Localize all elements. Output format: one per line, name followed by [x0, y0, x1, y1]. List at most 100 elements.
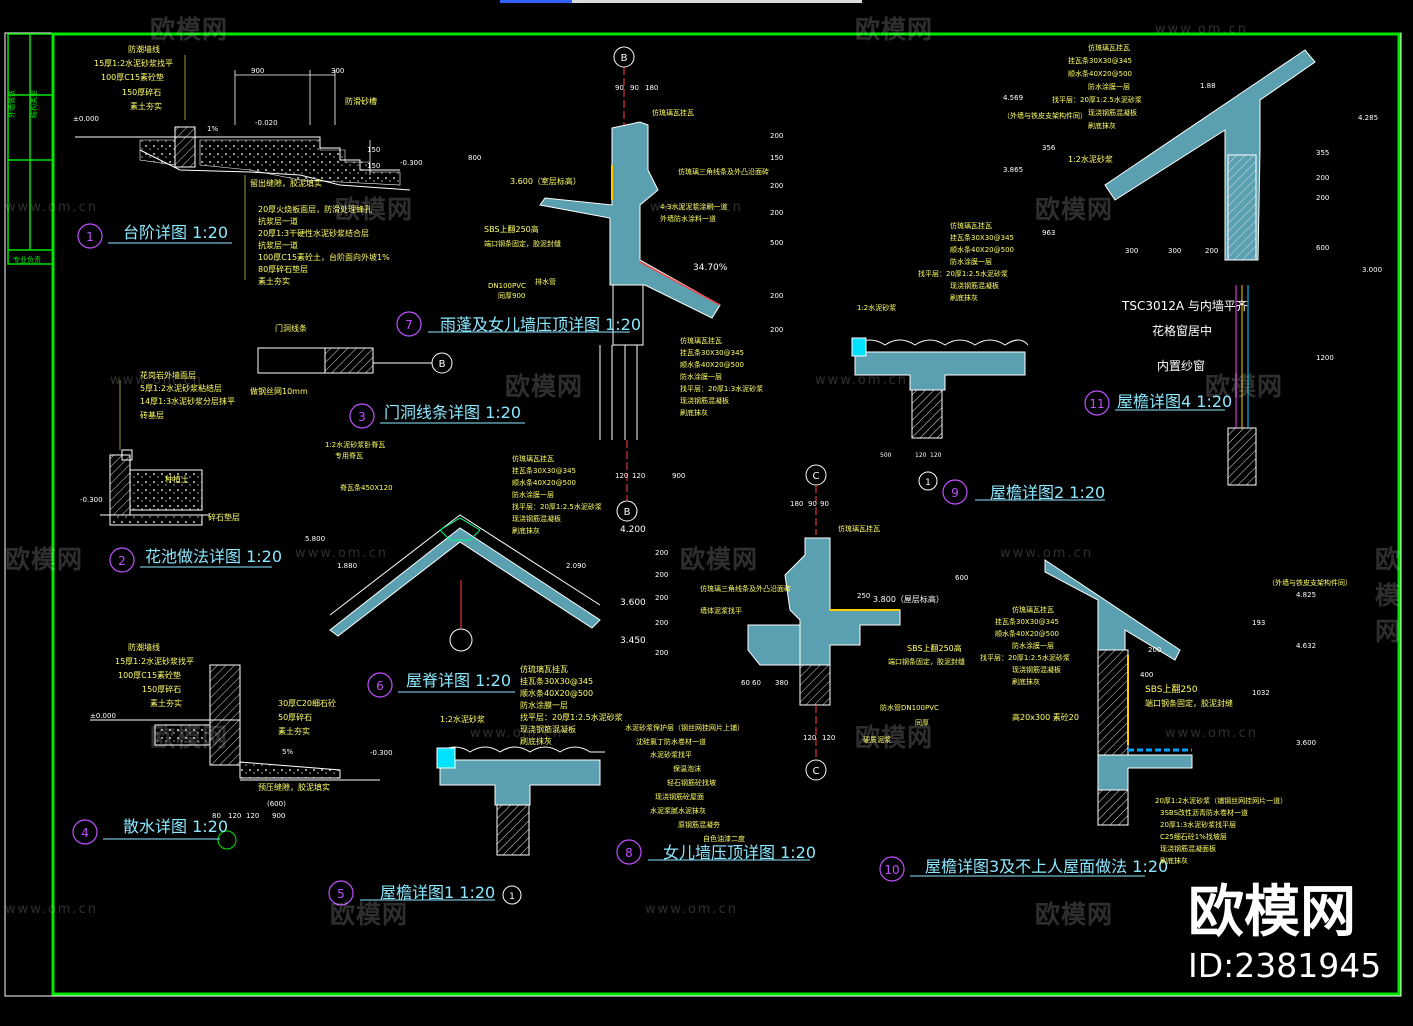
- detail-1-step: [75, 55, 411, 280]
- slope: 5%: [282, 748, 293, 756]
- level: 4.285: [1358, 114, 1378, 122]
- dim: 380: [775, 679, 788, 687]
- d10-layer: 20厚1:3水泥砂浆找平层: [1160, 820, 1236, 829]
- detail-10-eave: [1044, 559, 1193, 826]
- d6-label: 仿琉璃瓦挂瓦: [512, 454, 554, 463]
- d4-layer: 防潮墙线: [128, 642, 160, 652]
- brand-logo-text: 欧模网: [1188, 880, 1356, 945]
- d1-layer: 20厚1:3干硬性水泥砂浆结合层: [258, 228, 369, 238]
- d7-label: 防水涂膜一层: [680, 372, 722, 381]
- dim: 200: [1148, 646, 1161, 654]
- detail-2-num: 2: [118, 554, 126, 568]
- watermark-url: www.om.cn: [295, 546, 388, 561]
- dim: 356: [1042, 144, 1056, 152]
- watermark-brand: 欧模网: [855, 15, 934, 44]
- d7-label: 找平层：20厚1:3水泥砂浆: [680, 384, 763, 393]
- watermark-brand: 欧模网: [330, 900, 409, 929]
- level: -0.300: [400, 159, 423, 167]
- dim: 1032: [1252, 689, 1270, 697]
- level: -0.020: [255, 119, 278, 127]
- d10-label: （外墙与铁皮支架构件同）: [1268, 578, 1352, 587]
- d10-label: 刷底抹灰: [1012, 677, 1040, 686]
- d11-label: 1:2水泥砂浆: [1068, 154, 1113, 164]
- d1-layer: 100厚C15素砼土，台阶面向外坡1%: [258, 252, 390, 262]
- axis-label: B: [621, 53, 628, 64]
- d2-layer: 砖基层: [140, 410, 164, 420]
- d8-label: 防水管DN100PVC: [880, 703, 939, 712]
- watermark-url: www.om.cn: [815, 373, 908, 388]
- detail-11-window-labels: TSC3012A 与内墙平齐 花格窗居中 内置纱窗: [1121, 298, 1248, 373]
- level: 4.200: [620, 525, 646, 535]
- dim: 120: [930, 452, 942, 459]
- level: 5.800: [305, 535, 325, 543]
- watermark-brand: 欧模网: [150, 723, 229, 752]
- d4-layer: 30厚C20细石砼: [278, 698, 336, 708]
- d8-label: 硬质泥浆: [863, 735, 891, 744]
- detail-11-title: 屋檐详图4 1:20: [1117, 392, 1232, 411]
- d2-layer: 5厚1:2水泥砂浆粘结层: [140, 383, 222, 393]
- d7-label: 排水管: [535, 277, 556, 286]
- detail-7-dims: 90 90 180 200 150 200 200 500 200 200 12…: [468, 53, 783, 518]
- dim: 120: [632, 472, 645, 480]
- d8-layer: 原钢筋混凝夯: [678, 820, 720, 829]
- d11-label: （外墙与铁皮支架构件同）: [1003, 111, 1087, 120]
- d8-label: 墙体泥浆找平: [700, 606, 742, 615]
- sidebar-text: 专业负责: [13, 255, 41, 264]
- d4-layer: 50厚碎石: [278, 712, 312, 722]
- d11-window-label: TSC3012A 与内墙平齐: [1121, 298, 1248, 313]
- d10-layer: 20厚1:2水泥砂浆（铺钢丝网挂网片一道）: [1155, 796, 1287, 805]
- d8-layer: 保温泡沫: [673, 764, 701, 773]
- axis-label: 1: [925, 478, 931, 488]
- dim: 120: [246, 812, 259, 820]
- watermark-url: www.om.cn: [650, 200, 743, 215]
- dim: 150: [367, 146, 380, 154]
- watermark-brand: 欧模网: [335, 195, 414, 224]
- d1-layer: 80厚碎石垫层: [258, 264, 308, 274]
- dim: 600: [955, 574, 968, 582]
- d1-note: 留出缝隙，胶泥填实: [250, 178, 322, 188]
- d8-label: 仿琉璃三角线条及外凸沿面砖: [700, 584, 791, 593]
- d10-label: 顺水条40X20@500: [995, 629, 1059, 638]
- d9-label: 现浇钢筋混凝板: [950, 281, 999, 290]
- level: 4.825: [1296, 591, 1316, 599]
- d2-layer: 14厚1:3水泥砂浆分层抹平: [140, 396, 235, 406]
- axis-label: B: [624, 507, 631, 518]
- detail-6-num: 6: [376, 679, 384, 693]
- d11-window-label: 内置纱窗: [1157, 359, 1205, 373]
- slope: 34.70%: [693, 263, 728, 273]
- axis-label: C: [813, 471, 820, 482]
- watermark-brand: 欧模网: [680, 545, 759, 574]
- watermark-brand: 欧模网: [150, 15, 229, 44]
- level: 3.450: [620, 636, 646, 646]
- d6-label: 顺水条40X20@500: [512, 478, 576, 487]
- d4-layer: 15厚1:2水泥砂浆找平: [115, 656, 194, 666]
- d8-layer: 水泥浆腻水泥抹灰: [650, 806, 706, 815]
- dim: 60: [741, 679, 750, 687]
- brand-id: ID:2381945: [1188, 946, 1382, 985]
- d7-label: 仿琉璃瓦挂瓦: [680, 336, 722, 345]
- d10-layer: 3SBS改性沥青防水卷材一道: [1160, 808, 1248, 817]
- d10-label: 挂瓦条30X30@345: [995, 617, 1059, 626]
- d8-layer: 轻石钢筋砼找坡: [667, 778, 716, 787]
- detail-2-title: 花池做法详图 1:20: [145, 547, 282, 566]
- d11-label: 防水涂膜一层: [1088, 82, 1130, 91]
- d2-label: 碎石垫层: [208, 512, 240, 522]
- watermark-url: www.om.cn: [1155, 22, 1248, 37]
- detail-7-canopy: [539, 46, 721, 522]
- d9-label: 防水涂膜一层: [950, 257, 992, 266]
- title-strip: [7, 33, 54, 265]
- d2-label: 种植土: [165, 474, 189, 484]
- dim: 120: [228, 812, 241, 820]
- detail-7-num: 7: [405, 318, 413, 332]
- axis-label: C: [813, 766, 820, 777]
- dim: 180: [790, 500, 803, 508]
- dim: 200: [655, 619, 668, 627]
- watermark-url: www.om.cn: [5, 200, 98, 215]
- dim: 1.88: [1200, 82, 1216, 90]
- dim: 200: [1316, 174, 1329, 182]
- watermark-url: www.om.cn: [470, 726, 563, 741]
- detail-11-eave: [1104, 49, 1316, 486]
- d10-layer: 现浇钢筋混凝面板: [1160, 844, 1216, 853]
- dim: 120: [915, 452, 927, 459]
- level: 4.632: [1296, 642, 1316, 650]
